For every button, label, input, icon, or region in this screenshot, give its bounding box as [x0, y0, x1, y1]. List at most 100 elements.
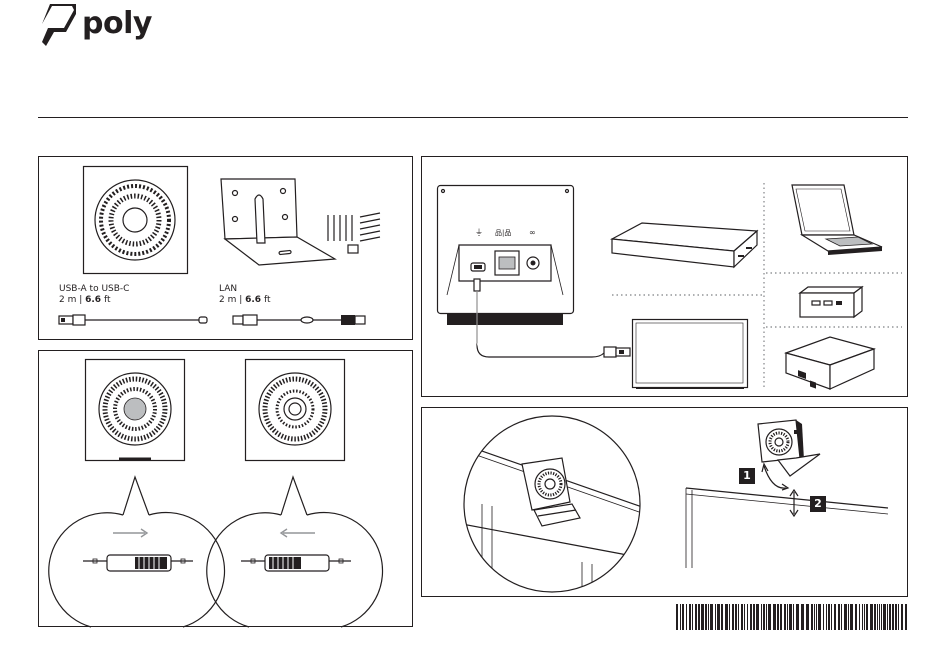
barcode-bar [844, 604, 847, 630]
step-2-badge: 2 [810, 496, 826, 512]
barcode-bar [787, 604, 788, 630]
camera-shutter-open-illustration [245, 359, 345, 461]
step-1-badge: 1 [739, 468, 755, 484]
barcode-bar [780, 604, 782, 630]
shutter-slide-right-callout [83, 477, 193, 627]
barcode-bar [816, 604, 817, 630]
barcode-bar [901, 604, 903, 630]
barcode-bar [811, 604, 813, 630]
panel-privacy-shutter [38, 350, 413, 627]
svg-text:品|品: 品|品 [495, 229, 511, 237]
barcode-bar [864, 604, 865, 630]
barcode-bar [838, 604, 840, 630]
barcode-bar [682, 604, 684, 630]
barcode-bar [881, 604, 882, 630]
barcode-bar [806, 604, 809, 630]
wall-mount-bracket-illustration [217, 177, 337, 269]
barcode-bar [741, 604, 743, 630]
barcode-bar [735, 604, 737, 630]
product-barcode [676, 604, 908, 630]
lan-cable-illustration [233, 313, 368, 327]
barcode-bar [859, 604, 860, 630]
barcode-bar [761, 604, 762, 630]
barcode-bar [801, 604, 804, 630]
barcode-bar [889, 604, 891, 630]
barcode-bar [753, 604, 755, 630]
barcode-bar [763, 604, 765, 630]
barcode-bar [905, 604, 907, 630]
panel-package-contents: USB-A to USB-C 2 m | 6.6 ft LAN 2 m | 6.… [38, 156, 413, 340]
camera-front-illustration [83, 166, 188, 274]
barcode-bar [777, 604, 779, 630]
barcode-bar [841, 604, 842, 630]
barcode-bar [784, 604, 786, 630]
usb-cable-illustration [59, 313, 209, 327]
barcode-bar [831, 604, 832, 630]
barcode-bar [866, 604, 868, 630]
barcode-bar [796, 604, 799, 630]
barcode-bar [747, 604, 748, 630]
screws-illustration [324, 213, 384, 259]
barcode-bar [698, 604, 700, 630]
barcode-bar [793, 604, 794, 630]
barcode-bar [898, 604, 899, 630]
lan-cable-length-ft: 6.6 [245, 295, 261, 305]
usb-cable-length-ft: 6.6 [85, 295, 101, 305]
barcode-bar [862, 604, 863, 630]
barcode-bar [883, 604, 886, 630]
barcode-bar [850, 604, 853, 630]
lan-cable-label: LAN 2 m | 6.6 ft [219, 284, 271, 306]
mini-pc-illustration [796, 285, 866, 321]
camera-shutter-closed-illustration [85, 359, 185, 461]
barcode-bar [814, 604, 815, 630]
barcode-bar [828, 604, 830, 630]
barcode-bar [721, 604, 723, 630]
barcode-bar [686, 604, 687, 630]
barcode-bar [695, 604, 697, 630]
barcode-bar [717, 604, 720, 630]
barcode-bar [874, 604, 876, 630]
barcode-bar [708, 604, 709, 630]
barcode-bar [870, 604, 873, 630]
barcode-bar [729, 604, 730, 630]
usb-cable-unit-ft: ft [104, 295, 111, 305]
barcode-bar [773, 604, 776, 630]
barcode-bar [879, 604, 880, 630]
barcode-bar [701, 604, 704, 630]
usb-cable-length: 2 m | 6.6 ft [59, 295, 129, 306]
monitor-mount-detail-illustration [462, 414, 642, 594]
lan-cable-length-m: 2 m [219, 295, 236, 305]
barcode-bar [705, 604, 707, 630]
barcode-bar [877, 604, 878, 630]
poly-mark-icon [38, 2, 78, 48]
svg-text:∞: ∞ [529, 228, 536, 237]
lan-cable-title: LAN [219, 284, 271, 295]
barcode-bar [895, 604, 897, 630]
barcode-bar [744, 604, 745, 630]
barcode-bar [887, 604, 888, 630]
lan-cable-unit-ft: ft [264, 295, 271, 305]
barcode-bar [725, 604, 728, 630]
barcode-bar [692, 604, 693, 630]
barcode-bar [848, 604, 849, 630]
barcode-bar [738, 604, 739, 630]
panel-mounting: 1 2 [421, 407, 908, 597]
panel-connections: ⏚ 品|品 ∞ [421, 156, 908, 397]
laptop-illustration [784, 181, 884, 257]
barcode-bar [855, 604, 857, 630]
barcode-bar [680, 604, 681, 630]
barcode-bar [750, 604, 752, 630]
barcode-bar [710, 604, 713, 630]
barcode-bar [818, 604, 821, 630]
usb-cable-title: USB-A to USB-C [59, 284, 129, 295]
barcode-bar [756, 604, 759, 630]
barcode-bar [823, 604, 824, 630]
desktop-computer-illustration [784, 333, 880, 393]
barcode-bar [826, 604, 827, 630]
header-divider [38, 117, 908, 118]
barcode-bar [715, 604, 716, 630]
monitor-mount-steps-illustration [678, 418, 898, 568]
barcode-bar [768, 604, 771, 630]
barcode-bar [689, 604, 691, 630]
lan-cable-length: 2 m | 6.6 ft [219, 295, 271, 306]
